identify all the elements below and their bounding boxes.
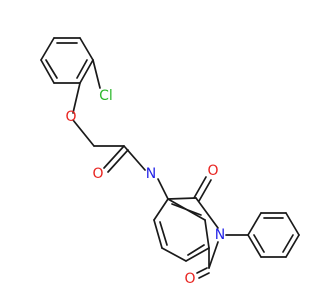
bond: [187, 244, 205, 256]
bond: [153, 219, 163, 249]
bond: [282, 234, 294, 253]
bond: [285, 234, 300, 258]
bond: [72, 119, 95, 147]
bond: [45, 59, 58, 79]
atom-n-imide: N: [215, 227, 225, 243]
bond: [208, 241, 219, 269]
bond: [247, 212, 262, 236]
bond: [195, 197, 219, 229]
bond: [153, 198, 169, 221]
bond: [76, 59, 88, 79]
bond: [285, 212, 300, 236]
bond: [196, 267, 208, 274]
bond: [103, 145, 125, 169]
bond: [79, 59, 94, 84]
atom-o-top: O: [207, 163, 218, 179]
bond: [185, 247, 210, 262]
bond: [171, 203, 202, 216]
bond: [40, 59, 55, 84]
bond: [161, 247, 187, 262]
bond: [92, 59, 101, 89]
bond: [247, 234, 262, 258]
bond: [204, 219, 210, 249]
atom-labels: Cl O O N O N O: [65, 88, 225, 287]
bond: [107, 149, 129, 173]
bond: [72, 82, 81, 114]
bond: [193, 176, 207, 199]
bond: [253, 234, 265, 253]
atom-o-ether: O: [65, 109, 76, 125]
bond: [198, 272, 210, 279]
atom-o-amide: O: [92, 166, 103, 182]
atom-n-amide: N: [146, 166, 156, 182]
bond: [198, 179, 212, 202]
bond: [159, 221, 168, 246]
molecule-structure: Cl O O N O N O: [40, 37, 300, 287]
bond: [167, 197, 197, 200]
atom-cl: Cl: [99, 88, 113, 104]
bonds: [40, 37, 300, 279]
atom-o-bottom: O: [184, 271, 195, 287]
bond: [79, 37, 94, 61]
bond: [40, 37, 55, 61]
structure-canvas: Cl O O N O N O: [40, 37, 300, 287]
bond: [123, 145, 146, 171]
bond: [157, 178, 169, 200]
